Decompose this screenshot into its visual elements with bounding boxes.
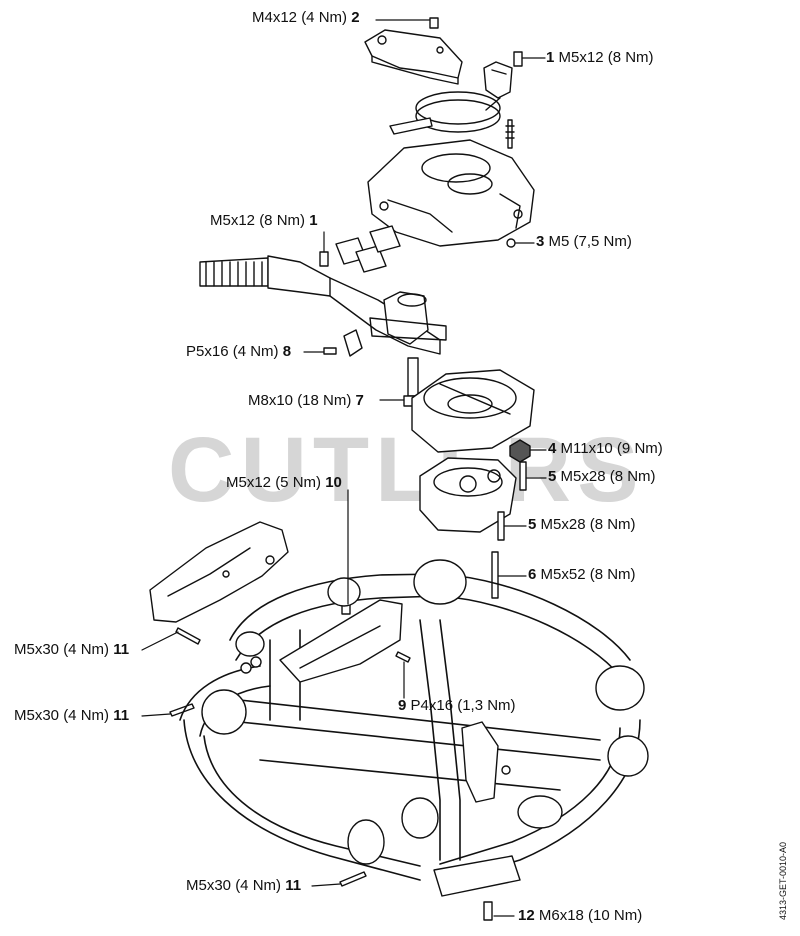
screw-set	[169, 17, 527, 921]
callout-1-left: M5x12 (8 Nm) 1	[210, 212, 318, 229]
leader-lines	[141, 19, 547, 917]
callout-2: M4x12 (4 Nm) 2	[252, 9, 360, 26]
shaft-clamp-block	[369, 291, 447, 345]
callout-11-middle: M5x30 (4 Nm) 11	[14, 707, 130, 724]
nuts	[240, 656, 511, 775]
callout-8: P5x16 (4 Nm) 8	[186, 343, 292, 360]
callout-7: M8x10 (18 Nm) 7	[248, 392, 364, 409]
callout-3: 3 M5 (7,5 Nm)	[536, 233, 632, 250]
callout-10: M5x12 (5 Nm) 10	[226, 474, 342, 491]
callout-5-lower: 5 M5x28 (8 Nm)	[528, 516, 636, 533]
shim-plates	[335, 225, 401, 273]
callout-1-top: 1 M5x12 (8 Nm)	[546, 49, 654, 66]
gear-housing	[367, 139, 535, 247]
callout-6: 6 M5x52 (8 Nm)	[528, 566, 636, 583]
lower-gearbox	[419, 457, 517, 533]
callout-4: 4 M11x10 (9 Nm)	[548, 440, 663, 457]
mount-bracket	[461, 721, 499, 803]
plug-cap	[509, 439, 531, 463]
cover-plate	[364, 29, 463, 85]
drive-shaft	[199, 255, 441, 355]
document-id: 4313-GET-0010-A0	[778, 841, 788, 920]
watermark-text: CUTLERS	[168, 419, 645, 521]
base-plate	[433, 855, 521, 897]
callout-11-lower: M5x30 (4 Nm) 11	[186, 877, 302, 894]
frame-clamps	[201, 559, 649, 865]
lever-arm	[279, 599, 403, 683]
bracket-clip	[483, 61, 513, 99]
callout-9: 9 P4x16 (1,3 Nm)	[398, 697, 516, 714]
stud-pin	[505, 119, 515, 149]
upper-gearbox	[411, 369, 535, 453]
tube-frame	[179, 573, 641, 885]
clamp-band	[389, 91, 501, 135]
callout-12: 12 M6x18 (10 Nm)	[518, 907, 643, 924]
callout-11-upper: M5x30 (4 Nm) 11	[14, 641, 130, 658]
handle-grip	[149, 521, 289, 623]
shaft-clip	[343, 329, 363, 357]
callout-5-upper: 5 M5x28 (8 Nm)	[548, 468, 656, 485]
